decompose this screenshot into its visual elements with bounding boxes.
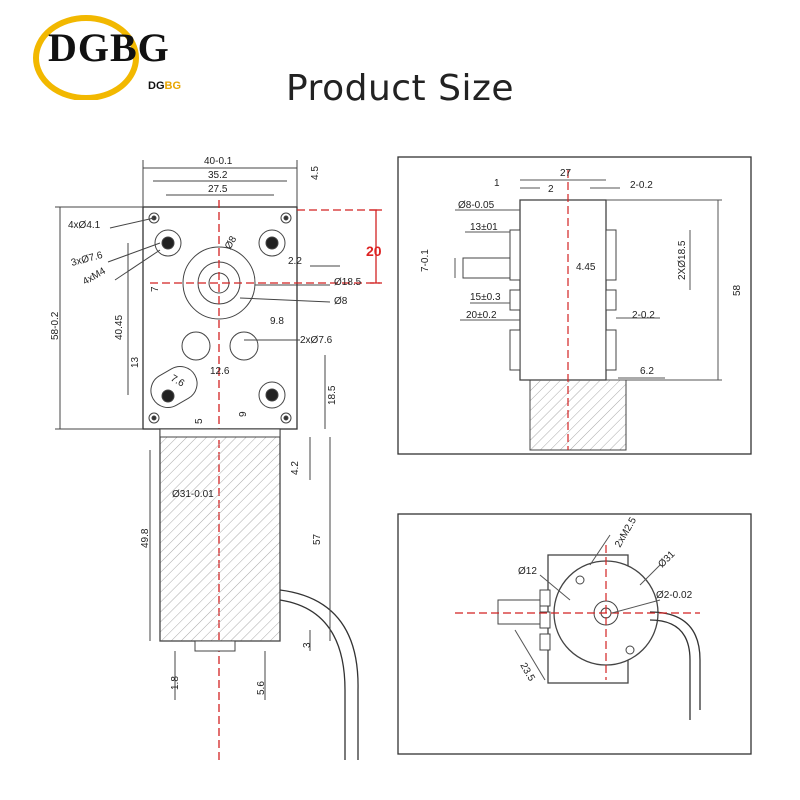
mount-hole-tr — [280, 212, 292, 224]
label-end-d2: Ø2-0.02 — [656, 590, 693, 601]
boss-br — [258, 381, 286, 409]
dim-side-15: 15±0.3 — [470, 292, 501, 303]
dim-9-8: 9.8 — [270, 316, 284, 327]
dim-width-outer: 40-0.1 — [204, 156, 233, 167]
label-bosses: 3xØ7.6 — [70, 250, 104, 269]
dim-5: 5 — [194, 418, 205, 424]
dim-side-6-2: 6.2 — [640, 366, 654, 377]
dim-side-58: 58 — [732, 284, 743, 296]
side-view — [397, 156, 752, 455]
mount-hole-br — [280, 412, 292, 424]
dim-4-2: 4.2 — [290, 461, 301, 475]
dim-side-2-02b: 2-0.2 — [632, 310, 655, 321]
dim-width-mid: 35.2 — [208, 170, 228, 181]
label-side-shaft: Ø8-0.05 — [458, 200, 495, 211]
label-end-d12: Ø12 — [518, 566, 537, 577]
dim-side-1: 1 — [494, 178, 500, 189]
brand-logo — [18, 10, 218, 101]
dim-13: 13 — [130, 356, 141, 368]
dim-side-20: 20±0.2 — [466, 310, 497, 321]
dim-top-offset: 4.5 — [310, 166, 321, 180]
dim-side-7: 7-0.1 — [420, 249, 431, 272]
red-dimension — [370, 209, 382, 284]
motor-body — [149, 428, 359, 760]
dim-motor-length-total: 57 — [312, 533, 323, 545]
logo-subtext: DGBG — [148, 80, 181, 92]
dim-side-2x18-5: 2XØ18.5 — [677, 240, 688, 280]
dim-height-total: 58-0.2 — [50, 311, 61, 340]
dim-12-6: 12.6 — [210, 366, 230, 377]
label-threads: 4xM4 — [81, 266, 108, 288]
mount-hole-bl — [148, 412, 160, 424]
dim-width-inner: 27.5 — [208, 184, 228, 195]
dim-5-6: 5.6 — [256, 681, 267, 695]
boss-tr — [258, 229, 286, 257]
dim-18-5: 18.5 — [327, 385, 338, 405]
dim-side-13: 13±01 — [470, 222, 498, 233]
mount-hole-tl — [148, 212, 160, 224]
dim-3: 3 — [302, 642, 313, 648]
idle-hole-right — [229, 331, 259, 361]
dim-side-2-02: 2-0.2 — [630, 180, 653, 191]
page-title: Product Size — [285, 68, 515, 109]
dim-offset-7: 7 — [150, 286, 161, 292]
dim-height-4045: 40.45 — [114, 315, 125, 340]
boss-tl — [154, 229, 182, 257]
label-mount-holes: 4xØ4.1 — [68, 220, 101, 231]
dim-red-20: 20 — [366, 243, 382, 259]
idle-hole-left — [181, 331, 211, 361]
label-motor-diameter: Ø31-0.01 — [172, 489, 214, 500]
dim-9: 9 — [238, 411, 249, 417]
dim-shaft-offset: 2.2 — [288, 256, 302, 267]
dim-1-8: 1.8 — [170, 676, 181, 690]
dim-side-2: 2 — [548, 184, 554, 195]
label-bosses2: 2xØ7.6 — [300, 335, 333, 346]
logo-text: DGBG — [48, 25, 170, 70]
logo-ring — [33, 15, 139, 101]
label-shaft-d2: Ø8 — [334, 296, 348, 307]
front-view — [55, 160, 340, 430]
dim-side-4-45: 4.45 — [576, 262, 596, 273]
boss-oval — [150, 366, 198, 408]
dim-side-width: 27 — [560, 168, 572, 179]
dim-motor-length: 49.8 — [140, 528, 151, 548]
label-bore-d: Ø18.5 — [334, 277, 362, 288]
shaft-bore — [182, 246, 256, 320]
end-view — [397, 513, 752, 755]
